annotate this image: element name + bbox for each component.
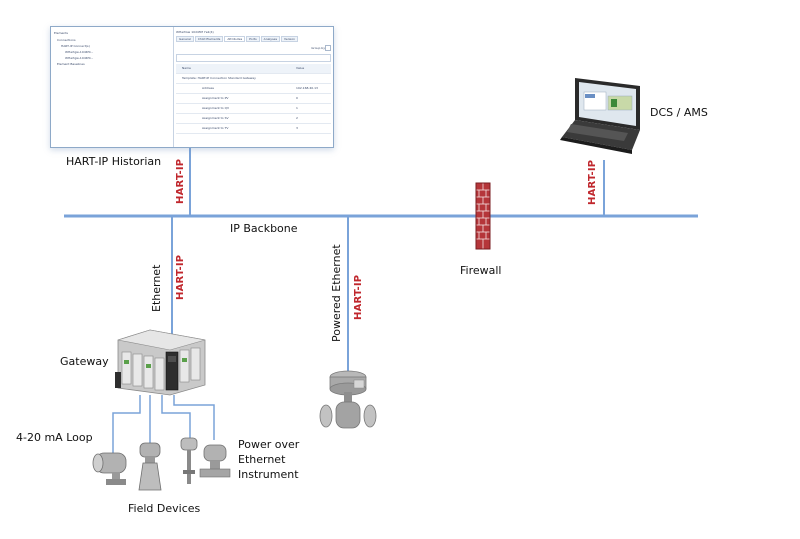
tab-version[interactable]: Version — [281, 36, 299, 42]
historian-tree: Elements Connections HART-IP Connect(s) … — [51, 27, 174, 147]
table-row[interactable]: Assignment to TV 3 — [176, 124, 331, 134]
row-name: Address — [202, 86, 214, 90]
row-name: Assignment to PV — [202, 96, 229, 100]
tree-title: Elements — [54, 31, 68, 35]
table-row[interactable]: Address 192.168.40.13 — [176, 84, 331, 94]
row-name: Assignment to SV — [202, 116, 229, 120]
row-value: 1 — [296, 106, 298, 110]
dcs-label: DCS / AMS — [650, 106, 708, 119]
poe-label-line1: Power over — [238, 438, 300, 451]
row-value: 192.168.40.13 — [296, 86, 318, 90]
field-device-icon — [92, 452, 127, 485]
tab-ports[interactable]: Ports — [246, 36, 260, 42]
firewall-icon — [475, 182, 491, 250]
grid-header: Name Value — [176, 64, 331, 74]
group-row-label: Template: HART-IP Connection Standard Ga… — [182, 76, 256, 80]
field-device-icon — [180, 437, 198, 484]
poe-label-line2: Ethernet — [238, 453, 286, 466]
laptop-icon — [560, 78, 640, 154]
loop-label: 4-20 mA Loop — [16, 431, 93, 444]
tree-item[interactable]: Connections — [57, 38, 76, 42]
tree-item[interactable]: WHartgw-10d4f0... — [65, 56, 94, 60]
filter-input[interactable] — [176, 54, 331, 62]
column-value-header[interactable]: Value — [296, 66, 305, 70]
field-device-icon — [138, 442, 162, 491]
poe-label-line3: Instrument — [238, 468, 299, 481]
tab-general[interactable]: General — [176, 36, 194, 42]
valve-icon — [319, 370, 377, 429]
hart-ip-badge-dcs: HART-IP — [587, 159, 598, 205]
firewall-label: Firewall — [460, 264, 502, 277]
hart-ip-badge-historian: HART-IP — [175, 158, 186, 204]
row-value: 3 — [296, 126, 298, 130]
panel-title: WHartGw 10d4f0f 7e2(4) — [176, 30, 214, 34]
historian-label: HART-IP Historian — [66, 155, 162, 168]
table-row[interactable]: Assignment to SV 2 — [176, 114, 331, 124]
table-row[interactable]: Assignment to QV 1 — [176, 104, 331, 114]
gateway-label: Gateway — [60, 355, 109, 368]
group-by-label: Group by — [311, 46, 325, 50]
tree-item[interactable]: WHartgw-10d4f0... — [65, 50, 94, 54]
tree-item[interactable]: Element Baselines — [57, 62, 85, 66]
gateway-icon — [115, 329, 206, 396]
column-name-header[interactable]: Name — [182, 66, 191, 70]
ethernet-label: Ethernet — [150, 264, 163, 312]
tree-item[interactable]: HART-IP Connect(s) — [61, 44, 90, 48]
historian-window: Elements Connections HART-IP Connect(s) … — [50, 26, 334, 148]
backbone-label: IP Backbone — [230, 222, 298, 235]
powered-ethernet-label: Powered Ethernet — [330, 244, 343, 342]
loop-wire-3 — [161, 395, 191, 438]
group-by-toggle[interactable] — [325, 45, 331, 51]
row-value: 2 — [296, 116, 298, 120]
hart-ip-badge-gateway: HART-IP — [175, 254, 186, 300]
row-name: Assignment to QV — [202, 106, 229, 110]
row-name: Assignment to TV — [202, 126, 229, 130]
row-value: 0 — [296, 96, 298, 100]
tab-child-elements[interactable]: Child Elements — [194, 36, 224, 42]
tab-analyses[interactable]: Analyses — [260, 36, 281, 42]
hart-ip-badge-valve: HART-IP — [353, 274, 364, 320]
field-devices-label: Field Devices — [128, 502, 201, 515]
table-row[interactable]: Assignment to PV 0 — [176, 94, 331, 104]
loop-wire-1 — [112, 395, 141, 453]
group-row: Template: HART-IP Connection Standard Ga… — [176, 74, 331, 84]
poe-instrument-icon — [199, 444, 231, 478]
poe-wire — [173, 395, 215, 440]
tab-attributes[interactable]: Attributes — [224, 36, 246, 42]
